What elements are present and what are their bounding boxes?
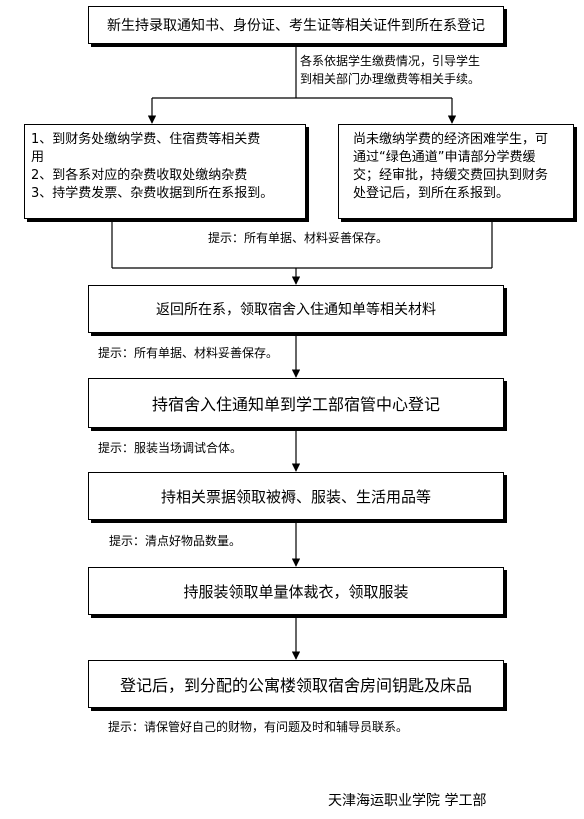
footer-department: 天津海运职业学院 学工部 bbox=[328, 793, 487, 809]
step5-text: 持服装领取单量体裁衣，领取服装 bbox=[183, 582, 409, 601]
step2-box: 返回所在系，领取宿舍入住通知单等相关材料 bbox=[88, 285, 504, 333]
tip-keep-receipts-2: 提示：所有单据、材料妥善保存。 bbox=[98, 346, 279, 360]
green-line-1: 尚未缴纳学费的经济困难学生，可 bbox=[353, 132, 549, 147]
note-payment-guidance: 各系依据学生缴费情况，引导学生 到相关部门办理缴费等相关手续。 bbox=[300, 52, 480, 88]
green-line-4: 处登记后，到所在系报到。 bbox=[353, 186, 510, 201]
green-line-2: 通过“绿色通道”申请部分学费缓 bbox=[353, 150, 536, 165]
pay-line-1: 1、到财务处缴纳学费、住宿费等相关费 bbox=[31, 132, 261, 147]
step3-box: 持宿舍入住通知单到学工部宿管中心登记 bbox=[88, 378, 504, 428]
green-line-3: 交；经审批，持缓交费回执到财务 bbox=[353, 168, 549, 183]
pay-line-2: 用 bbox=[31, 150, 45, 165]
tip-keep-receipts-1: 提示：所有单据、材料妥善保存。 bbox=[208, 231, 389, 245]
tip-uniform-fit: 提示：服装当场调试合体。 bbox=[98, 441, 243, 455]
pay-line-4: 3、持学费发票、杂费收据到所在系报到。 bbox=[31, 186, 274, 201]
note-line-1: 各系依据学生缴费情况，引导学生 bbox=[300, 54, 481, 68]
step4-text: 持相关票据领取被褥、服装、生活用品等 bbox=[160, 487, 431, 506]
tip-safeguard-belongings: 提示：请保管好自己的财物，有问题及时和辅导员联系。 bbox=[108, 720, 409, 734]
step3-text: 持宿舍入住通知单到学工部宿管中心登记 bbox=[151, 395, 440, 414]
green-channel-box: 尚未缴纳学费的经济困难学生，可 通过“绿色通道”申请部分学费缓 交；经审批，持缓… bbox=[338, 124, 574, 219]
pay-fees-box: 1、到财务处缴纳学费、住宿费等相关费 用 2、到各系对应的杂费收取处缴纳杂费 3… bbox=[24, 124, 306, 219]
step2-text: 返回所在系，领取宿舍入住通知单等相关材料 bbox=[156, 302, 436, 318]
step5-box: 持服装领取单量体裁衣，领取服装 bbox=[88, 567, 504, 615]
tip-count-items: 提示：清点好物品数量。 bbox=[109, 534, 242, 548]
step1-box: 新生持录取通知书、身份证、考生证等相关证件到所在系登记 bbox=[88, 6, 504, 44]
step4-box: 持相关票据领取被褥、服装、生活用品等 bbox=[88, 472, 504, 520]
pay-line-3: 2、到各系对应的杂费收取处缴纳杂费 bbox=[31, 168, 248, 183]
note-line-2: 到相关部门办理缴费等相关手续。 bbox=[300, 72, 481, 86]
step6-text: 登记后，到分配的公寓楼领取宿舍房间钥匙及床品 bbox=[119, 676, 472, 695]
step6-box: 登记后，到分配的公寓楼领取宿舍房间钥匙及床品 bbox=[88, 660, 504, 708]
step1-text: 新生持录取通知书、身份证、考生证等相关证件到所在系登记 bbox=[107, 18, 485, 34]
